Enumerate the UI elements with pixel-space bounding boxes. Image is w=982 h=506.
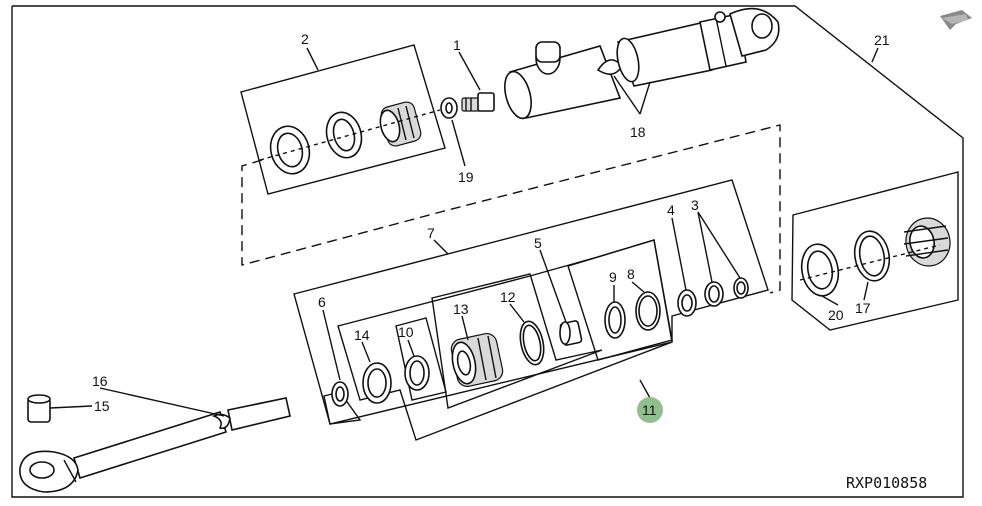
seal-ring [325, 111, 363, 159]
bushing-15 [27, 394, 51, 423]
callout-7: 7 [427, 225, 435, 241]
o-ring-9 [604, 301, 626, 339]
callout-1: 1 [453, 37, 461, 53]
grease-fitting-1 [461, 92, 495, 112]
seal-20 [800, 243, 840, 297]
callout-18: 18 [630, 124, 646, 140]
seal-17 [853, 230, 891, 282]
callout-3: 3 [691, 197, 699, 213]
callout-8: 8 [627, 266, 635, 282]
callout-16: 16 [92, 373, 108, 389]
callout-11-highlight[interactable] [637, 397, 663, 423]
seal-3 [704, 281, 724, 307]
callout-19: 19 [458, 169, 474, 185]
callout-5: 5 [534, 235, 542, 251]
group-9-8-box [567, 239, 673, 361]
callout-2: 2 [301, 31, 309, 47]
ring-12 [519, 320, 545, 366]
callout-14: 14 [354, 327, 370, 343]
wiper-seal [903, 217, 951, 267]
arrow-right-icon[interactable] [940, 10, 972, 30]
group-2-box [240, 44, 446, 195]
piston-wiper [379, 101, 422, 147]
callout-6: 6 [318, 294, 326, 310]
backup-ring-14 [362, 362, 392, 404]
piston-13 [450, 333, 504, 387]
seal-ring [269, 125, 311, 175]
frame-21-outline [11, 5, 964, 498]
callout-12: 12 [500, 289, 516, 305]
callout-15: 15 [94, 398, 110, 414]
callout-9: 9 [609, 269, 617, 285]
reference-code: RXP010858 [846, 474, 927, 492]
cylinder-barrel-18 [504, 7, 780, 120]
seal-4 [677, 289, 697, 317]
ring-8 [635, 291, 661, 331]
callout-20: 20 [828, 307, 844, 323]
o-ring-10 [404, 355, 430, 391]
bushing-5 [559, 320, 583, 346]
callout-4: 4 [667, 202, 675, 218]
callout-11[interactable]: 11 [642, 402, 657, 418]
seal-3 [733, 277, 749, 299]
washer-19 [440, 97, 458, 119]
callout-21: 21 [874, 32, 890, 48]
dashed-outline [241, 124, 781, 294]
o-ring-6 [331, 381, 349, 407]
callout-13: 13 [453, 301, 469, 317]
callout-17: 17 [855, 300, 871, 316]
callout-10: 10 [398, 324, 414, 340]
piston-rod-16 [19, 397, 291, 493]
group-20-17-box [791, 171, 959, 331]
